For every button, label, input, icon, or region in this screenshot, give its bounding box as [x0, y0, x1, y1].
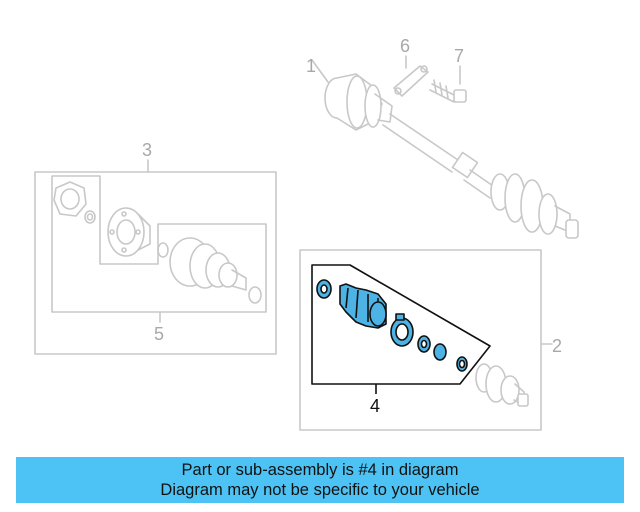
- group-box-3: [34, 171, 277, 355]
- leader-1: [311, 59, 329, 83]
- callout-5: 5: [154, 324, 164, 344]
- banner-line-1: Part or sub-assembly is #4 in diagram: [181, 461, 459, 479]
- joint-kit-parts: [53, 181, 262, 304]
- info-banner: Part or sub-assembly is #4 in diagram Di…: [16, 457, 624, 503]
- callout-1: 1: [306, 56, 316, 76]
- callout-6: 6: [400, 36, 410, 56]
- group-box-2: [299, 249, 542, 431]
- callout-4: 4: [370, 396, 380, 416]
- callout-7: 7: [454, 46, 464, 66]
- bracket-part: [393, 65, 429, 97]
- parts-diagram: 1 2 3 4 5 6 7: [34, 36, 579, 431]
- callout-2: 2: [552, 336, 562, 356]
- banner-line-2: Diagram may not be specific to your vehi…: [160, 481, 480, 499]
- bolt-part: [429, 79, 467, 103]
- boot-kit-highlight: [311, 264, 491, 394]
- axle-shaft-assembly: [324, 73, 579, 239]
- outer-joint-part: [475, 363, 529, 407]
- callout-3: 3: [142, 140, 152, 160]
